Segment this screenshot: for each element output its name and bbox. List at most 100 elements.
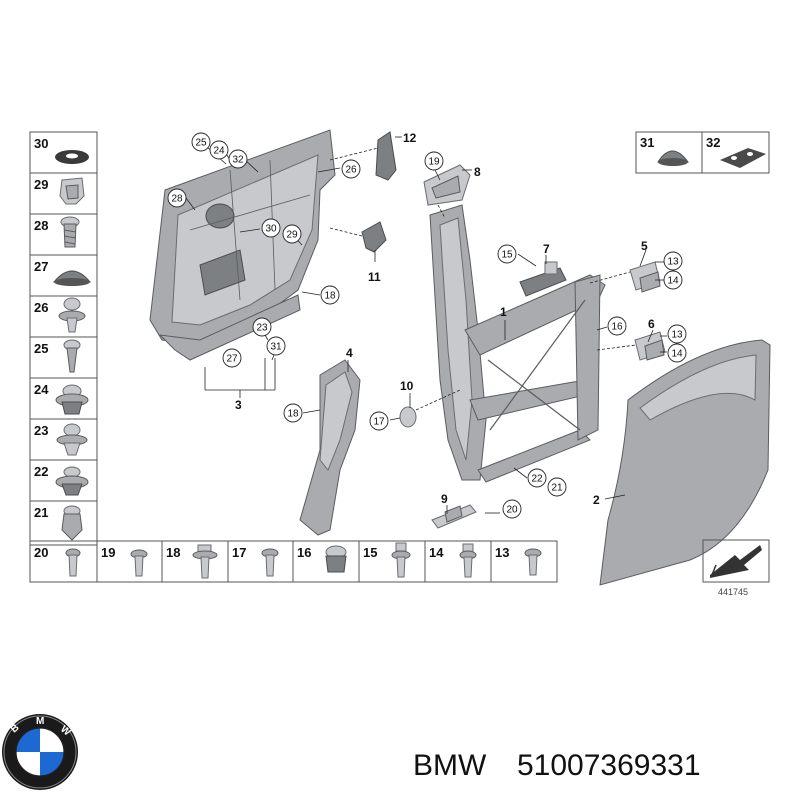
- svg-text:23: 23: [256, 323, 268, 334]
- grommet-icon: [55, 384, 89, 415]
- gasket-icon: [720, 148, 766, 168]
- circle-callout-19: 19: [424, 151, 444, 171]
- hex-bolt-icon: [130, 549, 148, 577]
- clip-nut-icon: [59, 177, 85, 205]
- legend-32-label: 32: [706, 135, 720, 150]
- callout-part-7: 7: [543, 242, 550, 256]
- fastener-28-label: 28: [34, 218, 48, 233]
- circle-callout-13b: 13: [667, 324, 687, 344]
- fastener-row-bottom: 20 19 18 17 16 15 14 13: [29, 540, 558, 583]
- fastener-18-label: 18: [166, 545, 180, 560]
- callout-part-6: 6: [648, 317, 655, 331]
- fastener-13-label: 13: [495, 545, 509, 560]
- flange-bolt-icon: [261, 548, 279, 577]
- diagram-ref-number: 441745: [718, 587, 748, 597]
- spreader-clip-icon: [56, 423, 88, 456]
- door-check-7-icon: [519, 261, 567, 297]
- svg-text:14: 14: [671, 349, 683, 360]
- callout-part-3: 3: [235, 398, 242, 412]
- circle-callout-27: 27: [222, 348, 242, 368]
- collar-bolt-icon: [192, 544, 218, 579]
- cap-nut-icon: [325, 545, 347, 573]
- svg-text:21: 21: [551, 483, 563, 494]
- push-pin-icon: [63, 339, 81, 373]
- bracket-11-icon: [361, 221, 387, 253]
- svg-text:31: 31: [270, 342, 282, 353]
- svg-text:17: 17: [373, 417, 385, 428]
- circle-callout-15: 15: [497, 244, 517, 264]
- circle-callout-26: 26: [341, 159, 361, 179]
- circle-callout-14b: 14: [667, 343, 687, 363]
- fastener-27-label: 27: [34, 259, 48, 274]
- svg-text:13: 13: [671, 330, 683, 341]
- fastener-22-label: 22: [34, 464, 48, 479]
- fastener-16-label: 16: [297, 545, 311, 560]
- circle-callout-13a: 13: [663, 251, 683, 271]
- screw-icon: [60, 216, 80, 248]
- fastener-26-label: 26: [34, 300, 48, 315]
- striker-9-icon: [431, 504, 477, 529]
- washer-icon: [55, 150, 89, 164]
- svg-text:30: 30: [265, 224, 277, 235]
- blind-plug-icon: [657, 150, 689, 166]
- legend-top-right: 31 32: [635, 131, 770, 174]
- circle-callout-22: 22: [527, 468, 547, 488]
- rivet-nut-icon: [55, 466, 89, 496]
- circle-callout-30: 30: [261, 218, 281, 238]
- svg-text:19: 19: [428, 157, 440, 168]
- callout-part-1: 1: [500, 305, 507, 319]
- fastener-column-left: 30 29 28 27 26 25 24 23 22 21: [29, 131, 98, 546]
- circle-callout-28: 28: [167, 188, 187, 208]
- hinge-5-icon: [629, 261, 661, 293]
- svg-text:18: 18: [324, 291, 336, 302]
- fastener-21-label: 21: [34, 505, 48, 520]
- retaining-clip-icon: [61, 505, 83, 541]
- fastener-14-label: 14: [429, 545, 444, 560]
- callout-part-8: 8: [474, 165, 481, 179]
- bracket-12-icon: [375, 131, 397, 181]
- circle-callout-21: 21: [547, 477, 567, 497]
- svg-text:M: M: [36, 716, 44, 727]
- hinge-pin-10-icon: [399, 406, 417, 428]
- fastener-19-label: 19: [101, 545, 115, 560]
- lock-8-icon: [423, 164, 471, 206]
- direction-arrow-icon: [702, 539, 770, 583]
- circle-callout-14a: 14: [663, 270, 683, 290]
- callout-part-2: 2: [593, 493, 600, 507]
- fastener-17-label: 17: [232, 545, 246, 560]
- svg-text:32: 32: [232, 155, 244, 166]
- circle-callout-23: 23: [252, 317, 272, 337]
- circle-callout-25: 25: [191, 132, 211, 152]
- circled-callouts: 25 24 32 26 28 30 29 18 23 27 31 19 15 1…: [167, 132, 687, 519]
- fastener-29-label: 29: [34, 177, 48, 192]
- svg-text:27: 27: [226, 354, 238, 365]
- washer-bolt-icon: [459, 543, 477, 578]
- svg-text:16: 16: [611, 322, 623, 333]
- callout-part-9: 9: [441, 492, 448, 506]
- circle-callout-29: 29: [282, 224, 302, 244]
- expanding-rivet-icon: [58, 297, 86, 333]
- fastener-20-label: 20: [34, 545, 48, 560]
- fastener-15-label: 15: [363, 545, 377, 560]
- callout-part-10: 10: [400, 379, 414, 393]
- svg-text:18: 18: [287, 409, 299, 420]
- hinge-6-icon: [634, 331, 666, 361]
- legend-31-label: 31: [640, 135, 654, 150]
- svg-text:13: 13: [667, 257, 679, 268]
- hex-nut-bolt-icon: [391, 542, 411, 578]
- circle-callout-17: 17: [369, 411, 389, 431]
- torx-screw-icon: [524, 548, 542, 576]
- fastener-30-label: 30: [34, 136, 48, 151]
- door-frame-1: [429, 204, 606, 483]
- part-callouts: 4 1 2 3 5 6 7 8 9 10 11 12: [235, 131, 655, 507]
- svg-text:28: 28: [171, 194, 183, 205]
- circle-callout-24: 24: [209, 140, 229, 160]
- svg-text:25: 25: [195, 138, 207, 149]
- outer-door-panel-2: [599, 339, 771, 586]
- callout-part-11: 11: [368, 270, 381, 284]
- svg-text:22: 22: [531, 474, 543, 485]
- circle-callout-31: 31: [266, 336, 286, 356]
- fastener-24-label: 24: [34, 382, 49, 397]
- fastener-25-label: 25: [34, 341, 48, 356]
